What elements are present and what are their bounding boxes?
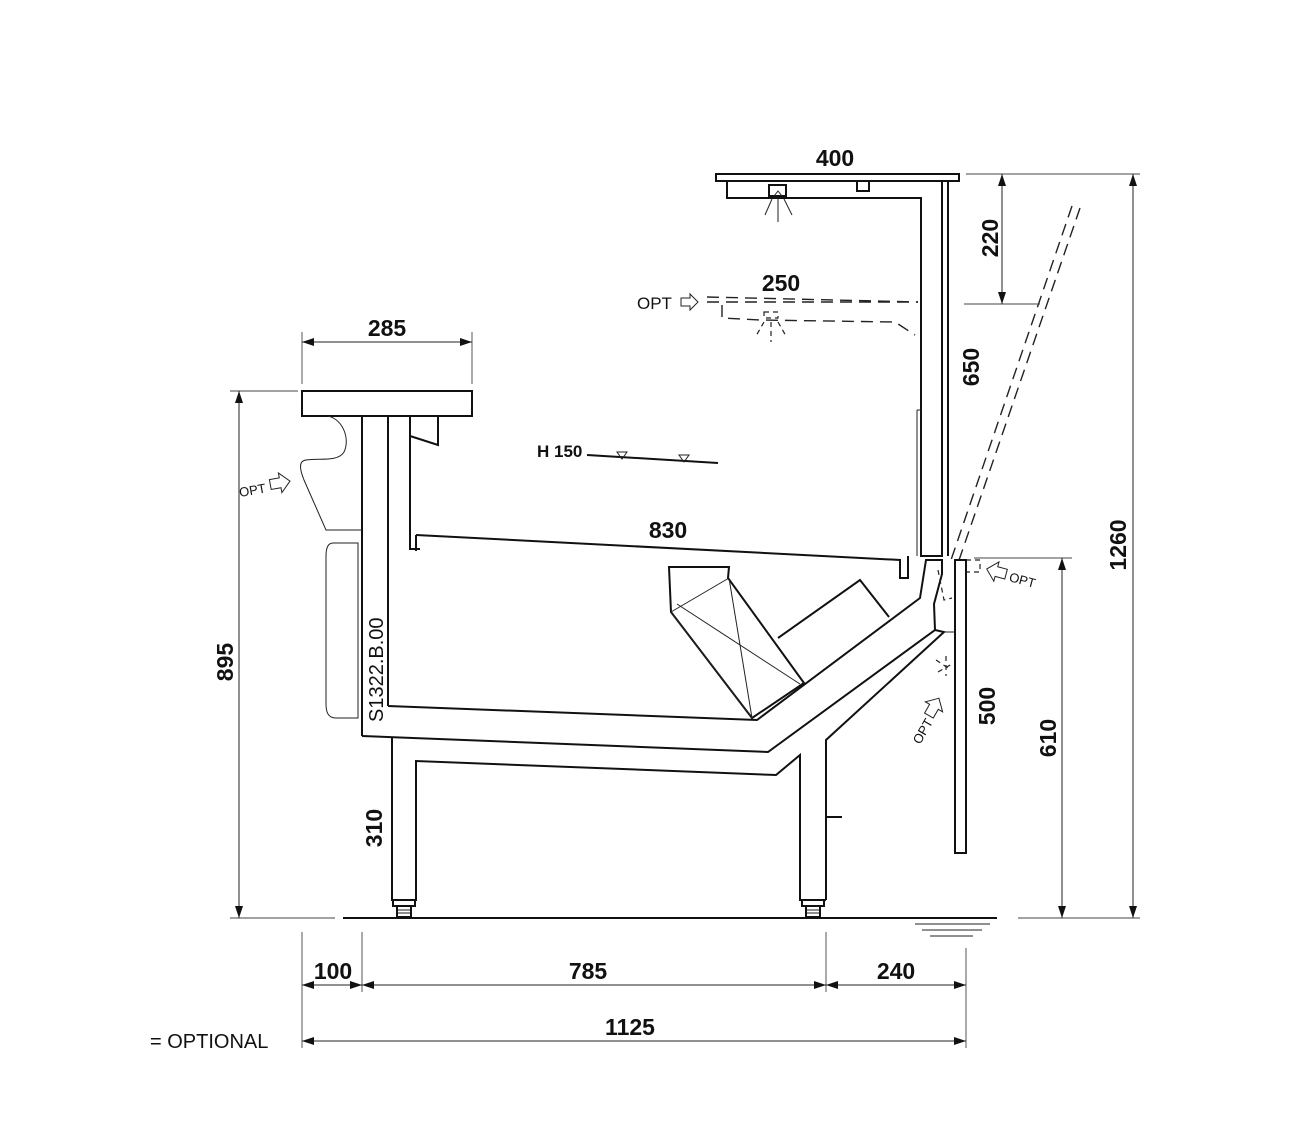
dim-785: 785 <box>569 958 608 984</box>
dimension-1260: 1260 <box>1018 173 1140 919</box>
opt-marker-lower-front: OPT <box>910 697 944 747</box>
opt-arrow-icon <box>986 560 1008 583</box>
dim-400: 400 <box>816 145 854 171</box>
dimension-650: 650 <box>958 348 984 386</box>
opt-label-lower-front: OPT <box>910 716 936 747</box>
dimension-top-canopy: 400 <box>816 145 854 171</box>
h150-level-marker: H 150 <box>537 442 719 464</box>
dim-100: 100 <box>314 958 352 984</box>
dimension-610: 610 <box>974 557 1072 918</box>
dim-240: 240 <box>877 958 915 984</box>
optional-legend: = OPTIONAL <box>150 1031 268 1053</box>
dim-250: 250 <box>762 270 800 296</box>
dimension-285: 285 <box>301 315 473 384</box>
dimension-830: 830 <box>649 517 687 543</box>
dim-1260: 1260 <box>1105 519 1131 570</box>
dim-650: 650 <box>958 348 984 386</box>
dim-285: 285 <box>368 315 407 341</box>
opt-arrow-icon <box>923 697 944 719</box>
evaporator-unit <box>667 566 890 720</box>
dimension-310: 310 <box>361 809 387 847</box>
optional-rear-accessories <box>300 415 362 719</box>
opt-arrow-icon <box>268 471 291 494</box>
cabinet-body <box>361 534 947 900</box>
optional-lower-light <box>706 296 919 342</box>
opt-label-top: OPT <box>637 294 672 313</box>
floor <box>343 917 997 937</box>
front-panel <box>935 559 967 854</box>
dimension-250: 250 <box>762 270 800 296</box>
opt-arrow-icon <box>680 292 699 312</box>
model-code: S1322.B.00 <box>366 617 388 722</box>
base-frame <box>391 737 842 918</box>
optional-front-glass <box>937 205 1081 601</box>
dim-310: 310 <box>361 809 387 847</box>
dim-500: 500 <box>974 687 1000 725</box>
dimension-895: 895 <box>212 390 335 919</box>
opt-label-front: OPT <box>1008 569 1038 590</box>
dimension-500: 500 <box>974 687 1000 725</box>
dimension-1125: 1125 <box>302 1014 966 1045</box>
dim-1125: 1125 <box>605 1014 655 1040</box>
dim-830: 830 <box>649 517 687 543</box>
top-canopy <box>715 173 960 557</box>
dim-220: 220 <box>977 219 1003 257</box>
opt-marker-rear: OPT <box>238 471 291 500</box>
dim-895: 895 <box>212 643 238 682</box>
dimension-220: 220 <box>964 173 1040 305</box>
opt-marker-front: OPT <box>986 560 1038 591</box>
opt-marker-top: OPT <box>637 292 699 313</box>
h150-label: H 150 <box>537 442 582 461</box>
opt-label-rear: OPT <box>238 481 267 500</box>
dim-610: 610 <box>1035 719 1061 757</box>
dimension-bottom-chain: 100 785 240 <box>301 932 967 1048</box>
